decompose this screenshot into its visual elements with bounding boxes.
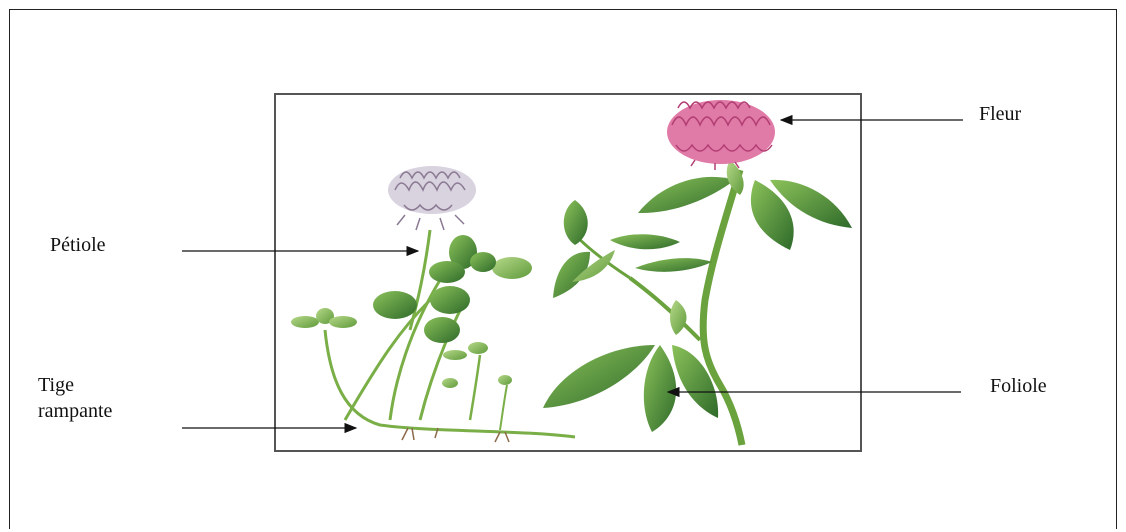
label-fleur: Fleur [979,101,1021,127]
label-tige-rampante: Tige rampante [38,372,112,424]
label-foliole: Foliole [990,373,1047,399]
label-petiole: Pétiole [50,232,106,258]
label-tige-line2: rampante [38,398,112,424]
label-tige-line1: Tige [38,372,112,398]
